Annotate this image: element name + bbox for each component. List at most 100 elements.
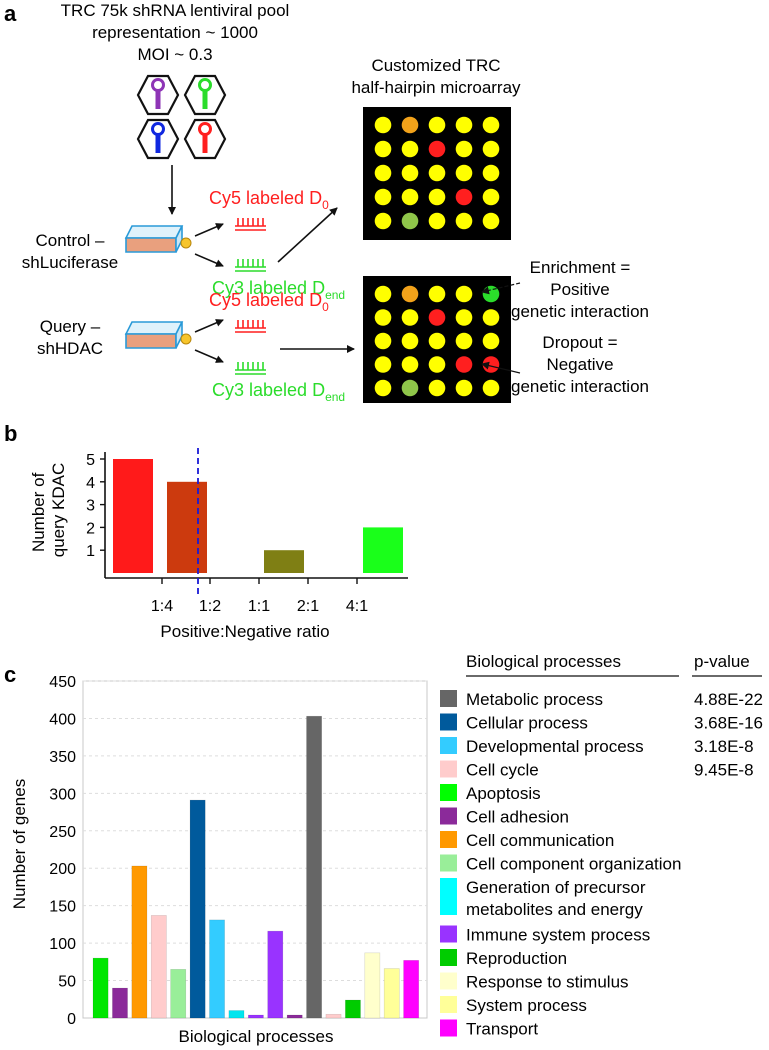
- panel-c-y-axis-label: Number of genes: [10, 779, 29, 909]
- cy3-label-control: Cy3 labeled Dend: [212, 278, 345, 302]
- lentivirus-icon-blue: [136, 118, 180, 160]
- pool-line-1: TRC 75k shRNA lentiviral pool: [61, 1, 290, 20]
- dna-probe-icon-red-query: [235, 320, 266, 333]
- panel-c-bar: [112, 987, 128, 1019]
- panel-b-x-axis-label: Positive:Negative ratio: [160, 622, 329, 641]
- panel-c-bar: [170, 969, 187, 1019]
- microarray-spot: [482, 164, 500, 182]
- panel-c-bar: [325, 1013, 342, 1019]
- microarray-spot: [374, 212, 392, 230]
- legend-swatch: [440, 760, 457, 778]
- dropout-label-line3: genetic interaction: [511, 377, 649, 396]
- microarray-spot: [455, 356, 473, 373]
- microarray-spot: [401, 356, 419, 373]
- legend-header-processes: Biological processes: [466, 652, 621, 671]
- microarray-spot: [455, 164, 473, 182]
- panel-c-y-tick-label: 450: [49, 674, 76, 691]
- microarray-spot: [455, 140, 473, 158]
- microarray-spot: [455, 309, 473, 326]
- panel-c-bar: [228, 1010, 245, 1019]
- legend-swatch: [440, 878, 457, 915]
- microarray-spot: [401, 188, 419, 206]
- microarray-spot: [428, 356, 446, 373]
- control-split-arrow-up: [194, 223, 224, 237]
- microarray-spot: [455, 285, 473, 303]
- panel-c-bar: [267, 930, 284, 1019]
- microarray-spot: [482, 116, 500, 134]
- microarray-spot: [455, 332, 473, 350]
- legend-swatch: [440, 690, 457, 707]
- microarray-spot: [482, 285, 500, 303]
- query-split-arrow-down: [194, 349, 224, 363]
- microarray-spot: [374, 140, 392, 158]
- legend-item-pvalue: 3.18E-8: [694, 737, 754, 756]
- microarray-spot: [401, 285, 419, 303]
- legend-swatch: [440, 854, 457, 872]
- dropout-label-line2: Negative: [546, 355, 613, 374]
- legend-swatch: [440, 972, 457, 990]
- cy5-label-control: Cy5 labeled D0: [209, 188, 329, 212]
- pool-line-2: representation ~ 1000: [92, 23, 258, 42]
- panel-c: c Number of genes 0501001502002503003504…: [4, 652, 763, 1046]
- legend-swatch: [440, 996, 457, 1013]
- panel-c-label: c: [4, 662, 16, 687]
- microarray-spot: [428, 140, 446, 158]
- panel-a: a TRC 75k shRNA lentiviral pool represen…: [4, 1, 649, 404]
- microarray-spot: [374, 379, 392, 397]
- legend-item-label: Cell component organization: [466, 855, 681, 874]
- panel-b-y-tick-label: 1: [86, 543, 95, 560]
- query-split-arrow-up: [194, 319, 224, 333]
- microarray-spot: [374, 356, 392, 373]
- panel-b-y-axis-label-line1: Number of: [29, 472, 48, 552]
- cy5-label-query: Cy5 labeled D0: [209, 290, 329, 314]
- legend-swatch: [440, 831, 457, 848]
- panel-b-y-axis-label-line2: query KDAC: [49, 463, 68, 557]
- dropout-pointer-arrow: [481, 361, 521, 374]
- microarray-spot: [455, 188, 473, 206]
- panel-b-x-tick-label: 1:2: [199, 598, 221, 615]
- enrichment-label-line2: Positive: [550, 280, 610, 299]
- legend-swatch: [440, 949, 457, 966]
- panel-b-y-tick-label: 2: [86, 520, 95, 537]
- panel-c-y-tick-label: 250: [49, 824, 76, 841]
- lentivirus-icon-red: [183, 118, 227, 160]
- legend-item-label: Immune system process: [466, 926, 650, 945]
- dna-probe-icon-green-query: [235, 362, 266, 375]
- culture-dish-icon-control: [124, 225, 192, 253]
- legend-item-label: Cell adhesion: [466, 808, 569, 827]
- panel-c-x-axis-label: Biological processes: [179, 1027, 334, 1046]
- microarray-spot: [428, 309, 446, 326]
- legend-swatch: [440, 807, 457, 825]
- panel-b-y-tick-label: 5: [86, 452, 95, 469]
- enrichment-label-line1: Enrichment =: [530, 258, 631, 277]
- legend-item-pvalue: 4.88E-22: [694, 690, 763, 709]
- panel-b-label: b: [4, 421, 17, 446]
- panel-b-bar: [363, 527, 403, 573]
- panel-c-bar: [364, 952, 381, 1019]
- panel-b-y-axis-label: Number of query KDAC: [29, 463, 68, 557]
- microarray-control-spots: [374, 116, 500, 230]
- microarray-spot: [428, 285, 446, 303]
- microarray-spot: [374, 332, 392, 350]
- microarray-spot: [455, 116, 473, 134]
- legend-item-label: Reproduction: [466, 949, 567, 968]
- legend-item-label: Metabolic process: [466, 690, 603, 709]
- microarray-spot: [482, 379, 500, 397]
- microarray-spot: [401, 212, 419, 230]
- microarray-title-line2: half-hairpin microarray: [351, 78, 521, 97]
- microarray-spot: [401, 140, 419, 158]
- culture-dish-icon-query: [124, 321, 192, 349]
- microarray-spot: [401, 309, 419, 326]
- panel-b-x-tick-label: 2:1: [297, 598, 319, 615]
- panel-c-bar: [131, 865, 148, 1019]
- control-label-line2: shLuciferase: [22, 253, 118, 272]
- legend-swatch: [440, 737, 457, 754]
- panel-c-y-tick-label: 400: [49, 711, 76, 728]
- enrichment-label-line3: genetic interaction: [511, 302, 649, 321]
- microarray-spot: [482, 212, 500, 230]
- microarray-spot: [482, 332, 500, 350]
